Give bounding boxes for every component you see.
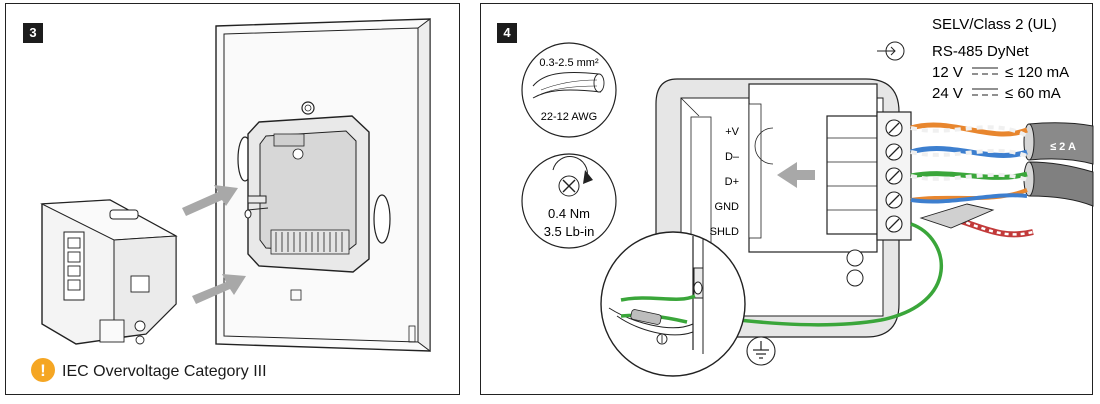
- torque-nm-text: 0.4 Nm: [548, 206, 590, 221]
- terminal-labels: +V D– D+ GND SHLD: [710, 126, 740, 238]
- torque-badge: 0.4 Nm 3.5 Lb-in: [521, 153, 617, 249]
- supply-12v-current-text: ≤ 120 mA: [1005, 64, 1069, 81]
- mounted-module: [244, 115, 370, 273]
- relay-module: [40, 199, 178, 345]
- insert-arrow: [777, 162, 815, 188]
- overvoltage-category-text: IEC Overvoltage Category III: [62, 363, 267, 380]
- terminal-label-shld: SHLD: [710, 226, 739, 238]
- wire-cross-section-text: 0.3-2.5 mm²: [539, 57, 599, 69]
- step-4-illustration: 0.3-2.5 mm² 22-12 AWG 0.4 Nm 3.5 Lb-in: [521, 16, 1094, 377]
- screw-icon: [656, 333, 668, 345]
- dynet-cables: [620, 122, 1094, 327]
- terminal-label-d-plus: D+: [725, 176, 739, 188]
- warning-icon: [31, 358, 55, 382]
- supply-12v-text: 12 V: [932, 64, 963, 81]
- terminal-label-gnd: GND: [715, 201, 740, 213]
- supply-24v-text: 24 V: [932, 85, 963, 102]
- torque-lbin-text: 3.5 Lb-in: [544, 224, 595, 239]
- dc-symbol-icon: [972, 67, 998, 75]
- dc-symbol-icon: [972, 88, 998, 96]
- shield-detail-zoom: [600, 231, 746, 377]
- supply-protocol-text: RS-485 DyNet: [932, 43, 1030, 60]
- dynet-module: [748, 83, 878, 287]
- wire-gauge-text: 22-12 AWG: [541, 111, 597, 123]
- step-3-panel: 3: [5, 3, 460, 395]
- warning-symbol: !: [40, 361, 46, 380]
- supply-class-text: SELV/Class 2 (UL): [932, 16, 1057, 33]
- step-3-illustration: ! IEC Overvoltage Category III: [31, 18, 431, 382]
- terminal-label-v-plus: +V: [725, 126, 739, 138]
- cable-rating-label: ≤ 2 A: [1050, 141, 1076, 153]
- screwdriver-cross-icon: [558, 175, 580, 197]
- screw-terminals: [876, 111, 912, 241]
- wire-spec-badge: 0.3-2.5 mm² 22-12 AWG: [521, 42, 617, 138]
- supply-spec: SELV/Class 2 (UL) RS-485 DyNet 12 V ≤ 12…: [877, 16, 1069, 102]
- supply-24v-current-text: ≤ 60 mA: [1005, 85, 1061, 102]
- step-4-panel: 4 0.3-2.5 mm² 22-12 AWG 0.4 Nm 3.5 Lb-in: [480, 3, 1094, 395]
- step-number-badge: 4: [497, 23, 517, 43]
- terminal-label-d-minus: D–: [725, 151, 740, 163]
- insert-arrow: [182, 185, 246, 304]
- ground-icon: [746, 336, 776, 366]
- step-number-badge: 3: [23, 23, 43, 43]
